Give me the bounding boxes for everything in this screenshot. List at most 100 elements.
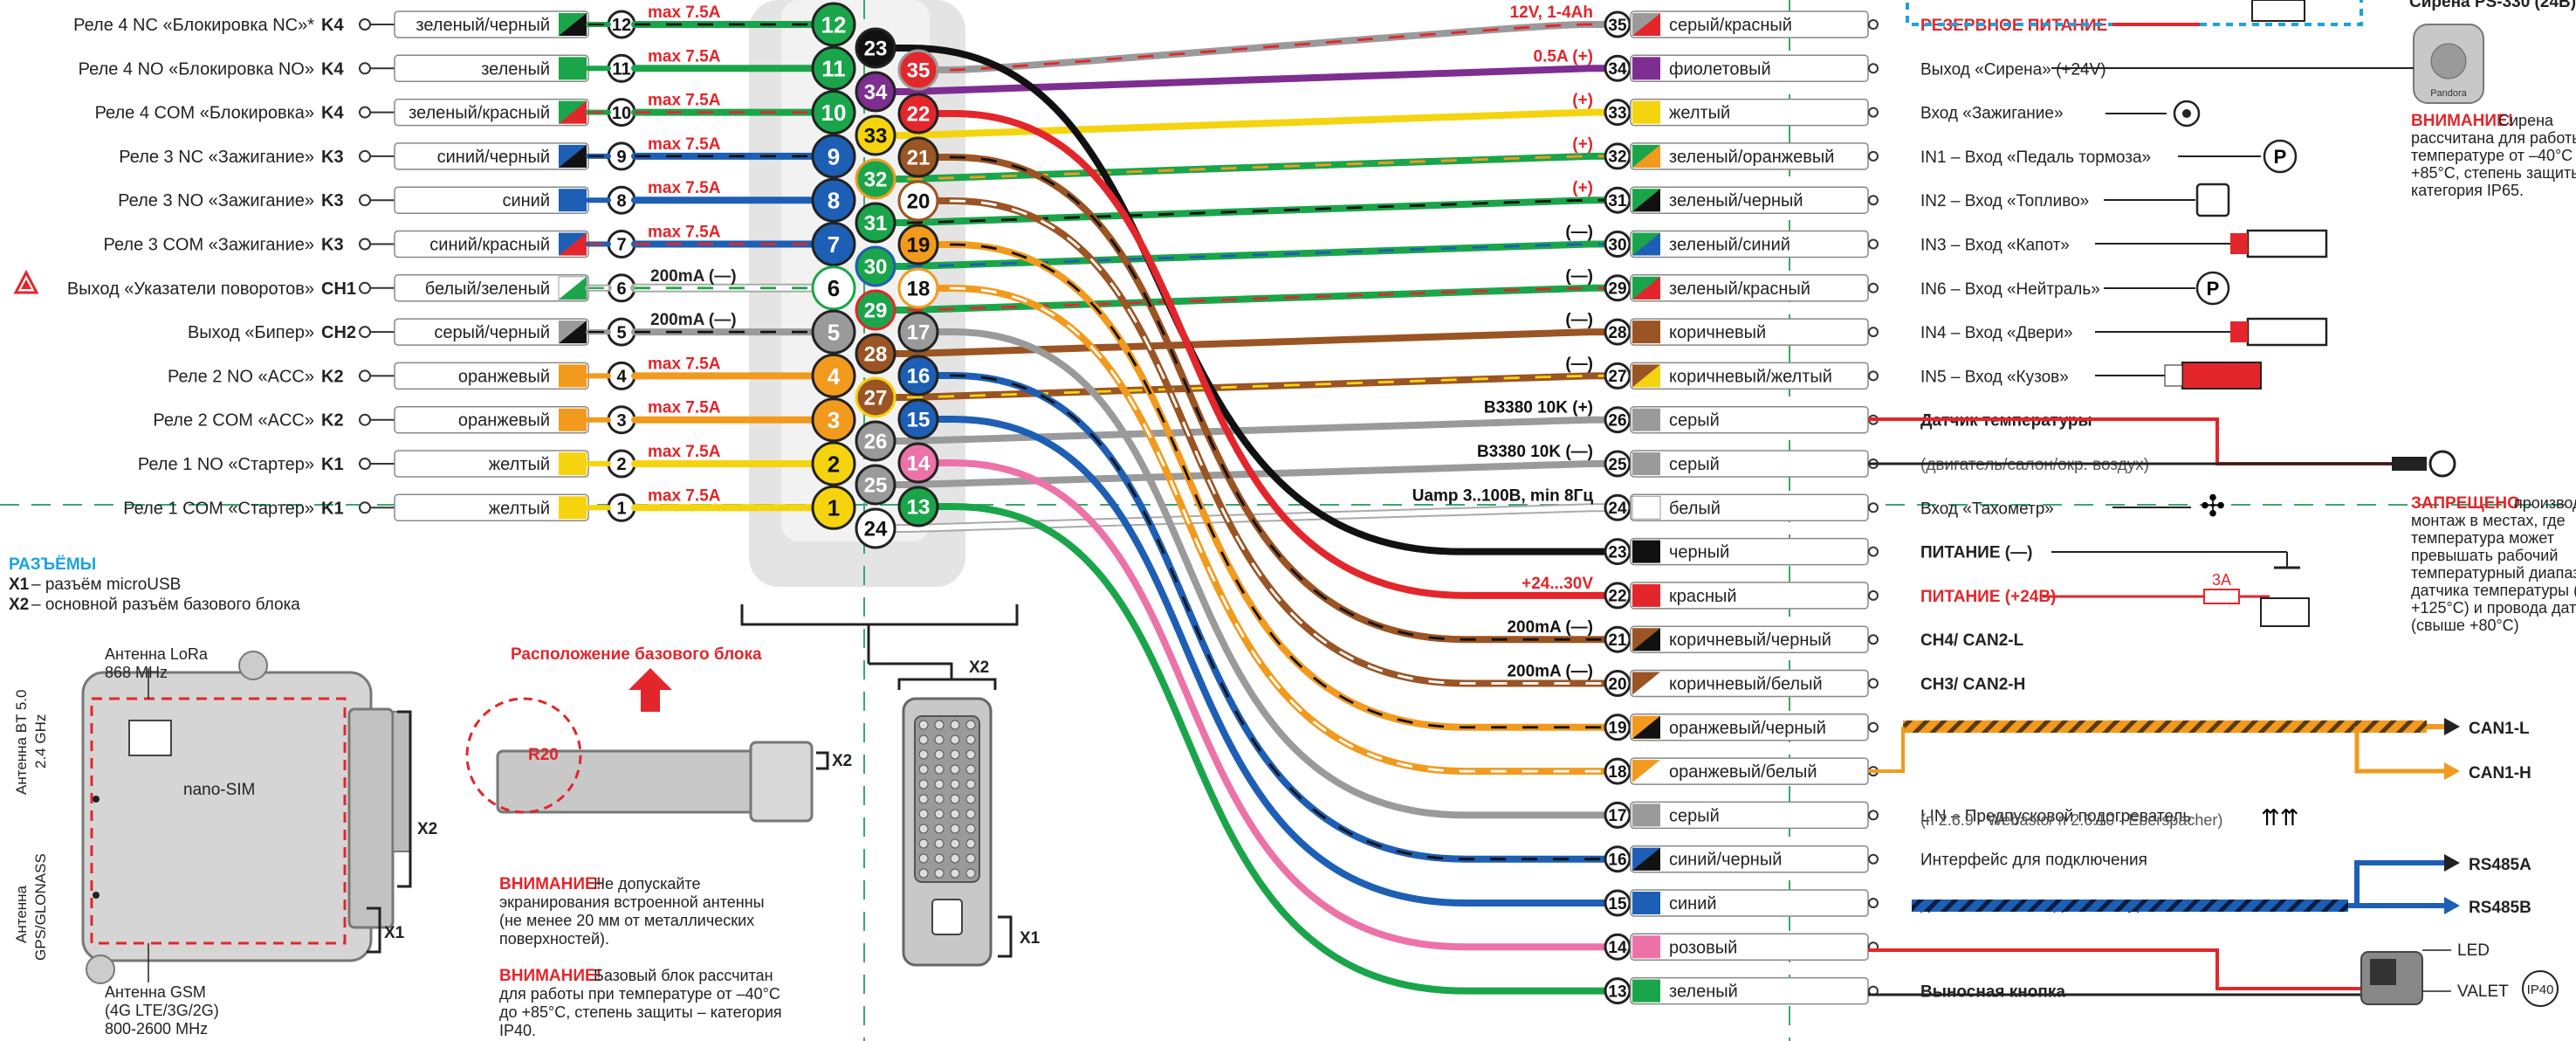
wire-spec: 200mA (—) [1507,663,1593,681]
wire-color-name: фиолетовый [1669,59,1771,79]
pin-number: 23 [864,38,888,61]
pin-circle [811,177,856,223]
brake-pedal-icon-shape [2263,139,2298,174]
pin-circle [855,27,896,69]
pin-circle [1604,231,1631,258]
wire-color-swatch [559,364,587,388]
neutral-icon-shape [2195,271,2230,306]
pin-number: 31 [1608,192,1627,210]
x2-pin-hole [950,734,960,745]
x2-pin-hole [950,779,960,789]
pin-number: 7 [828,231,840,258]
forbidden-line: +125°С) и провода датчика [2411,599,2576,617]
terminal-dot [1868,678,1879,689]
wire-stripe [876,198,1606,224]
x2-pin-hole [950,853,960,864]
pin-circle [1604,933,1631,961]
current-rating: max 7.5A [648,486,721,505]
wire-color-name: синий [1669,894,1717,913]
peripherals-layer: Сирена PS-330 (24В)PandoraВНИМАНИЕ!Сирен… [9,0,2576,1039]
warning2-line: до +85°С, степень защиты – категория [499,1003,782,1021]
pin-circle [855,114,896,156]
terminal-dot [1868,810,1879,821]
pin-circle [1604,845,1631,873]
wire-stripe [918,374,1606,861]
pin-number: 31 [864,212,888,236]
wire-color-swatch [559,57,587,80]
relay-label: Выход «Бипер» [188,323,314,342]
terminal-dot [1868,238,1879,250]
can1-h-tail [2354,727,2444,774]
terminal-dot [1868,370,1879,382]
wire-description: ПИТАНИЕ (+24В) [1920,588,2056,606]
relay-key: K1 [321,499,344,518]
wire-color-swatch [1632,100,1660,124]
pin-circle [811,134,856,179]
right-wire-22 [915,110,1610,599]
wire-description: CH3/ CAN2-H [1920,676,2025,694]
wire-color-swatch [1632,803,1660,827]
housing-pin-19: 19 [897,224,939,265]
housing-pin-27: 27 [855,376,896,418]
current-rating: max 7.5A [648,399,721,417]
pin-number: 27 [1608,368,1626,386]
current-rating: max 7.5A [648,92,721,110]
pin-circle [1604,54,1631,82]
harness-stem [869,662,953,679]
x2-key: X2 [9,596,29,614]
wire-color-name: белый [1669,499,1721,518]
forbidden-line: монтаж в местах, где [2411,512,2566,529]
pin-number: 24 [1608,500,1627,518]
x1-bracket-label: X1 [384,924,405,942]
lin-sub-label: (п 2.6.9 - Webasto/ п 2.6.10 - Eberspach… [1920,811,2222,829]
right-wire-21 [915,154,1610,644]
heater-icon: ⇈⇈ [2261,804,2299,831]
wire-color-name: серый/красный [1669,16,1792,35]
wire-color-name: синий/черный [437,148,550,167]
brand-text: Pandora [2430,88,2467,99]
wire-description: Датчик температуры [1920,412,2092,431]
x2-pin-hole [950,838,960,849]
wire-label-box [1630,450,1869,478]
right-wire-20 [915,197,1610,687]
housing-pin-30: 30 [855,245,896,287]
x2-pin-hole [934,764,945,775]
wire-stripe-swatch [1632,364,1660,388]
lora-label: Антенна LoRa [105,645,209,663]
wire-label-box [1630,537,1869,566]
x2-pin-hole [918,764,929,775]
pin-circle [1604,538,1631,566]
pin-circle [811,45,856,91]
wire-color-swatch [1632,935,1660,959]
wire-stripe [876,155,1606,181]
x2-pin-hole [965,764,976,775]
neutral-icon-glyph: P [2207,278,2220,300]
wire-color-name: зеленый/красный [409,104,550,123]
wire-color-name: желтый [1669,104,1730,123]
wire-spec: (+) [1572,135,1593,154]
pin-number: 18 [907,278,931,301]
relay-key: K3 [321,236,344,255]
pin-circle [811,90,856,135]
x2-pin-hole [918,853,929,864]
wire-description: ПИТАНИЕ (—) [1920,544,2032,562]
housing-pin-14: 14 [897,442,939,484]
x2-text: – основной разъём базового блока [31,596,300,614]
terminal-dot [359,501,371,514]
x1-face-bracket [998,915,1013,958]
pin-number: 10 [821,100,847,126]
right-wire-26 [872,416,1610,445]
wire-stripe-swatch [559,232,587,256]
terminal-dot [359,369,371,383]
wire-stripe [876,375,1606,399]
arrow-can1-l [2444,718,2460,735]
base-block-side [347,707,395,929]
lora-freq: 868 MHz [105,664,168,681]
